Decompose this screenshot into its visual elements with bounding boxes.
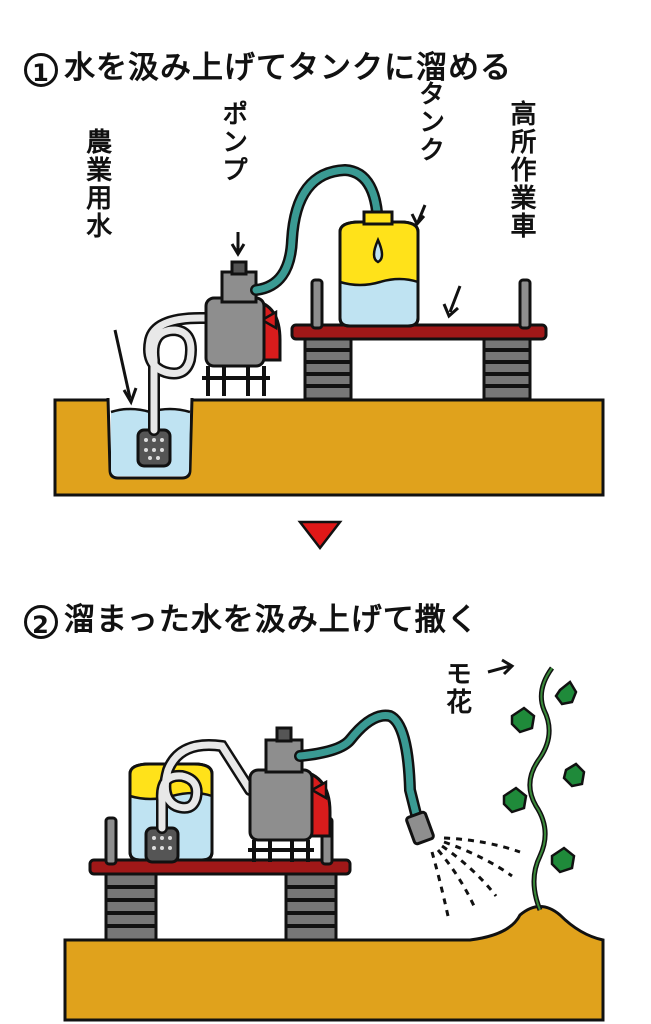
label-tank: タンク [414, 80, 445, 164]
step1-scene [53, 163, 605, 497]
label-plant: モ花 [441, 660, 472, 716]
pump-1 [202, 260, 282, 396]
truck-leg-right-2 [284, 872, 338, 942]
platform-1 [290, 323, 548, 341]
leaf [562, 762, 586, 788]
leaf [510, 706, 536, 734]
ground-2 [63, 905, 605, 1022]
nozzle [405, 810, 435, 846]
label-work-truck: 高所作業車 [506, 100, 536, 240]
step2-title: 溜まった水を汲み上げて撒く [64, 602, 479, 638]
plant-vine [502, 666, 586, 911]
leaf [554, 680, 578, 706]
truck-leg-right-1 [482, 337, 532, 401]
tank-1 [338, 210, 420, 328]
pump-2 [248, 726, 332, 862]
platform-2 [88, 858, 352, 876]
step2-number: 2 [24, 604, 58, 639]
truck-leg-left-2 [104, 872, 158, 942]
step2-scene [63, 658, 605, 1022]
label-agri-water: 農業用水 [81, 128, 112, 240]
down-arrow [297, 520, 343, 551]
truck-leg-left-1 [303, 337, 353, 401]
leaf [550, 846, 576, 874]
label-pump: ポンプ [217, 100, 248, 184]
step1-title: 水を汲み上げてタンクに溜める [64, 50, 512, 86]
step1-number: 1 [24, 52, 58, 87]
leaf [502, 786, 528, 814]
water-spray [430, 836, 521, 917]
